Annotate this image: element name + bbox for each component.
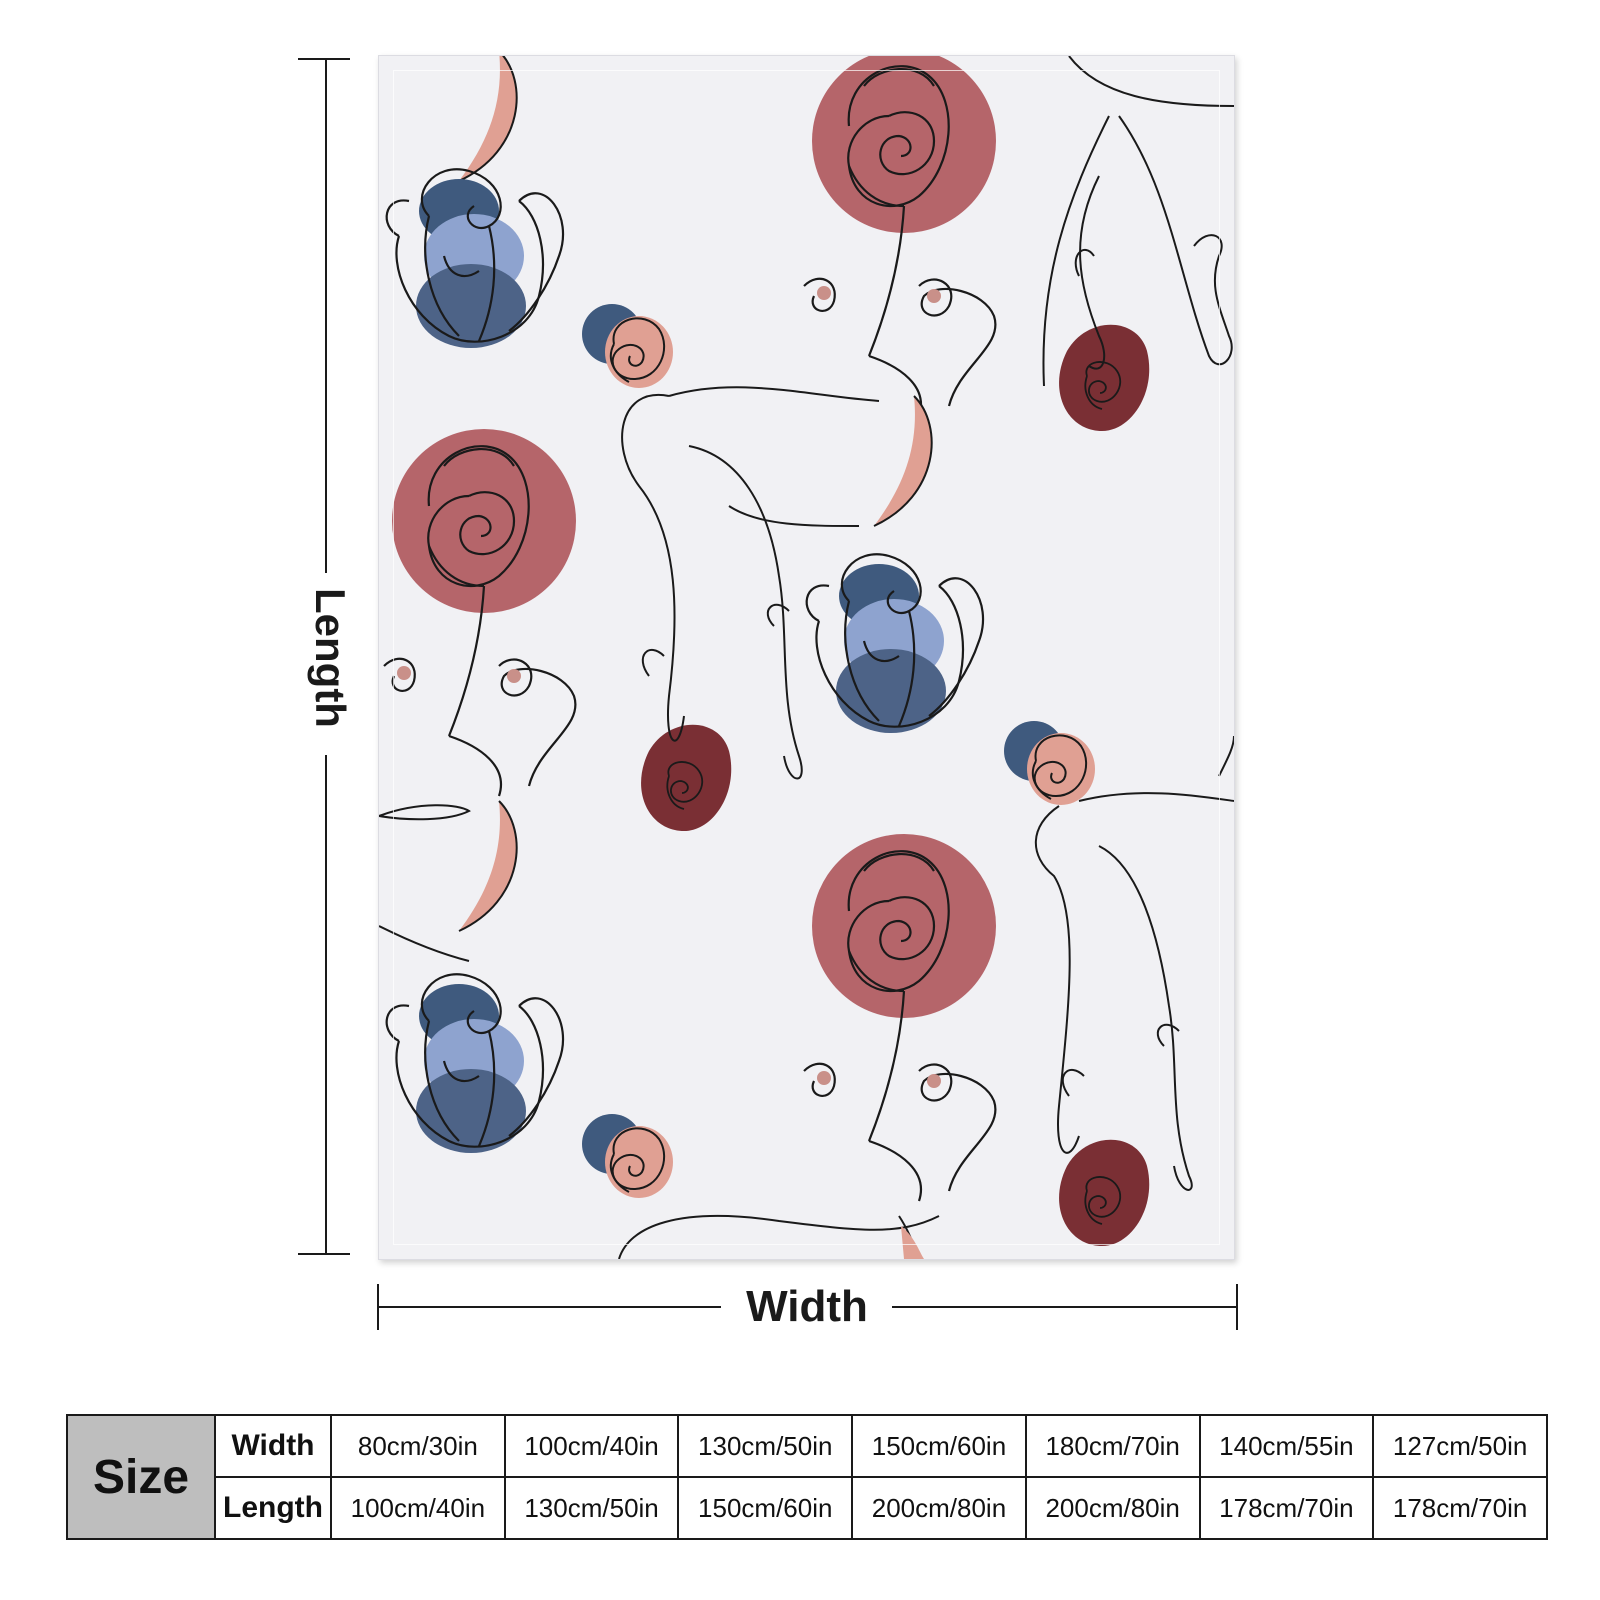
width-dimension-line-left [378,1306,721,1308]
width-dimension-line-right [890,1306,1237,1308]
length-dimension-line-top [325,58,327,573]
length-row-label: Length [214,1476,332,1540]
length-dimension-cap-bottom [298,1253,350,1255]
width-cell: 127cm/50in [1372,1414,1548,1478]
length-cell: 178cm/70in [1372,1476,1548,1540]
blanket-edge [393,70,1220,1245]
length-dimension-cap-top [298,58,350,60]
length-cell: 178cm/70in [1198,1476,1375,1540]
size-table: Size Width 80cm/30in 100cm/40in 130cm/50… [66,1414,1548,1540]
length-cell: 200cm/80in [851,1476,1027,1540]
length-label: Length [305,588,355,728]
length-cell: 200cm/80in [1024,1476,1201,1540]
width-cell: 140cm/55in [1198,1414,1375,1478]
blanket-image [378,55,1235,1260]
length-cell: 130cm/50in [503,1476,680,1540]
width-cell: 130cm/50in [677,1414,854,1478]
width-dimension-cap-right [1236,1284,1238,1330]
width-row-label: Width [214,1414,332,1478]
length-dimension-line-bottom [325,755,327,1255]
width-dimension-cap-left [377,1284,379,1330]
size-table-row-length: Length 100cm/40in 130cm/50in 150cm/60in … [67,1476,1548,1540]
width-cell: 80cm/30in [330,1414,506,1478]
length-cell: 150cm/60in [677,1476,854,1540]
width-cell: 180cm/70in [1024,1414,1201,1478]
size-header: Size [66,1414,216,1540]
width-cell: 150cm/60in [851,1414,1027,1478]
blanket-pattern [379,56,1234,1259]
width-cell: 100cm/40in [503,1414,680,1478]
size-table-row-width: Size Width 80cm/30in 100cm/40in 130cm/50… [66,1414,1548,1540]
width-label: Width [722,1282,892,1332]
length-cell: 100cm/40in [330,1476,506,1540]
